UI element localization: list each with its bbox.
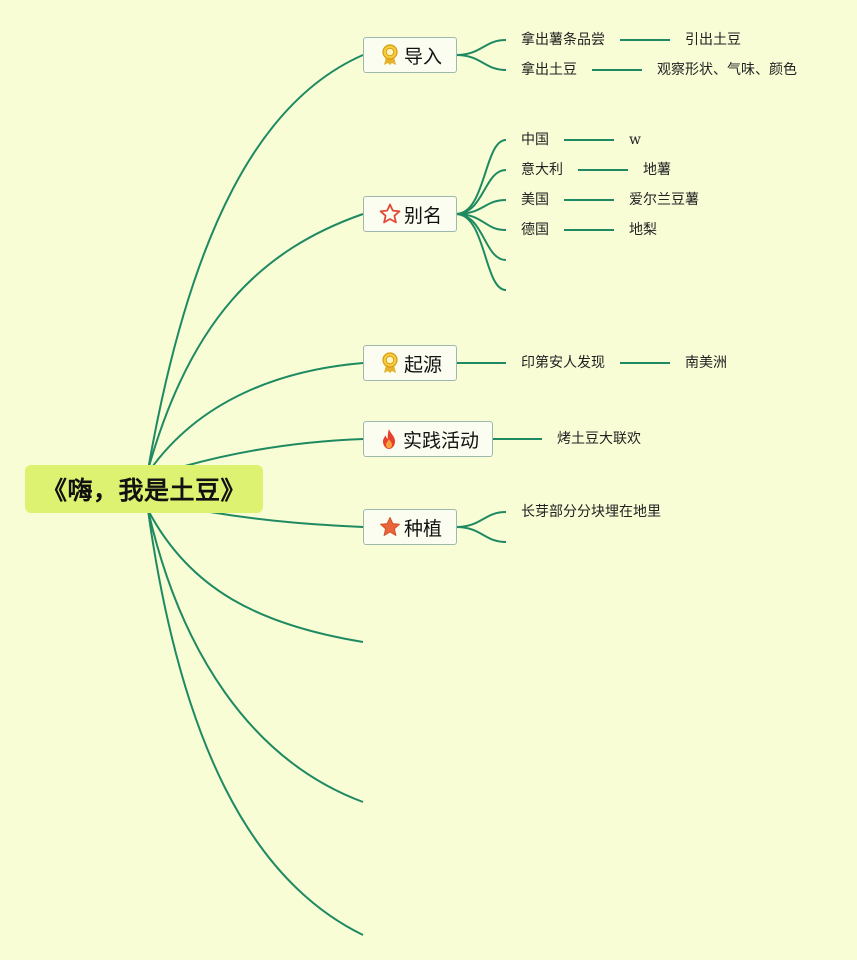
subtopic-bieming-4[interactable]: 德国 (521, 222, 549, 238)
connector-root-empty-1 (147, 509, 364, 643)
topic-shijianhuodong[interactable]: 实践活动 (363, 421, 493, 457)
connector-root-empty-3 (147, 509, 364, 936)
subtopic-bieming-2[interactable]: 意大利 (521, 162, 563, 178)
connector-daoru-2 (455, 54, 507, 71)
topic-zhongzhi[interactable]: 种植 (363, 509, 457, 545)
topic-qiyuan[interactable]: 起源 (363, 345, 457, 381)
subtopic-daoru-2[interactable]: 拿出土豆 (521, 62, 577, 78)
connector-daoru-1 (455, 39, 507, 56)
topic-label: 实践活动 (402, 429, 479, 452)
subtopic-bieming-3-child[interactable]: 爱尔兰豆薯 (629, 192, 699, 208)
connector-zhongzhi-2 (455, 526, 507, 543)
subtopic-qiyuan-1[interactable]: 印第安人发现 (521, 355, 605, 371)
subtopic-bieming-2-child[interactable]: 地薯 (643, 162, 671, 178)
subtopic-bieming-1[interactable]: 中国 (521, 132, 549, 148)
topic-daoru[interactable]: 导入 (363, 37, 457, 73)
connector-root-empty-2 (147, 509, 364, 803)
root-title: 《嗨，我是土豆》 (41, 476, 246, 505)
subtopic-bieming-4-child[interactable]: 地梨 (629, 222, 657, 238)
subtopic-daoru-1-child[interactable]: 引出土豆 (685, 32, 741, 48)
topic-label: 导入 (403, 45, 442, 68)
connector-bieming-6 (455, 213, 507, 291)
connector-root-daoru (147, 54, 364, 471)
topic-label: 别名 (403, 204, 442, 227)
connector-bieming-1 (455, 139, 507, 215)
subtopic-bieming-3[interactable]: 美国 (521, 192, 549, 208)
subtopic-zhongzhi-1[interactable]: 长芽部分分块埋在地里 (521, 504, 661, 520)
connector-root-bieming (147, 213, 364, 471)
connector-root-shijian (184, 438, 364, 467)
subtopic-daoru-1[interactable]: 拿出薯条品尝 (521, 32, 605, 48)
subtopic-qiyuan-1-child[interactable]: 南美洲 (685, 355, 727, 371)
subtopic-daoru-2-child[interactable]: 观察形状、气味、颜色 (657, 62, 797, 78)
subtopic-bieming-1-child[interactable]: w (629, 132, 641, 148)
star-filled-icon (378, 515, 402, 539)
topic-label: 起源 (403, 353, 442, 376)
award-ribbon-icon (378, 43, 402, 67)
topic-bieming[interactable]: 别名 (363, 196, 457, 232)
subtopic-shijian-1[interactable]: 烤土豆大联欢 (557, 431, 641, 447)
topic-label: 种植 (403, 517, 442, 540)
connector-root-qiyuan (149, 362, 364, 471)
root-topic[interactable]: 《嗨，我是土豆》 (25, 465, 263, 513)
connector-root-zhongzhi (209, 511, 364, 528)
award-ribbon-icon (378, 351, 402, 375)
star-outline-icon (378, 202, 402, 226)
fire-icon (377, 427, 401, 451)
connector-zhongzhi-1 (455, 511, 507, 528)
